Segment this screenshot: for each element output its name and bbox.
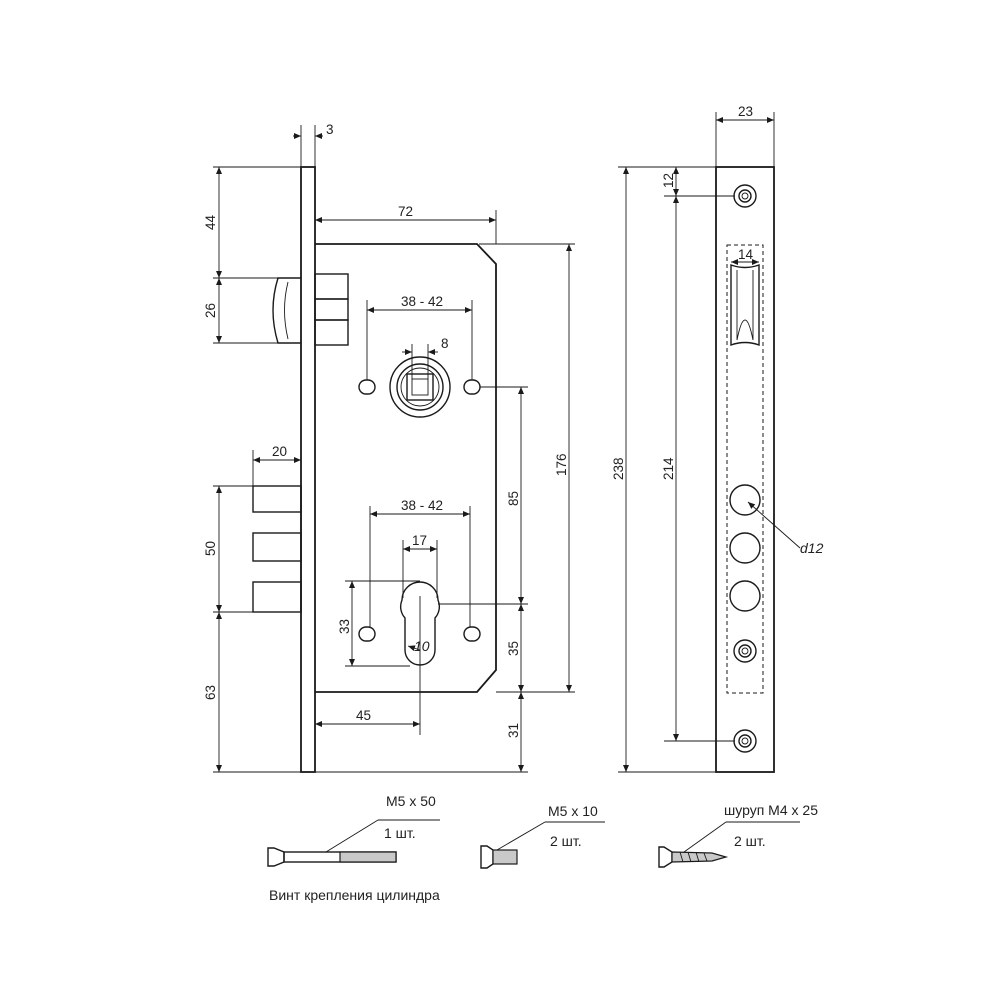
deadbolts	[252, 485, 302, 613]
cylinder-cutout	[399, 581, 441, 666]
dim-screw-spacing: 214	[661, 457, 676, 480]
dim-spindle-spacing: 38 - 42	[401, 294, 443, 309]
dim-cylinder-spacing: 38 - 42	[401, 498, 443, 513]
handle-slot-left	[358, 379, 376, 395]
lock-body-dimensions: 3 72 44 26 50 63 20 38 - 42 8	[203, 122, 575, 773]
dim-spindle: 8	[441, 336, 449, 351]
lock-body-view	[252, 166, 497, 773]
fastener-3-qty: 2 шт.	[734, 833, 766, 849]
fastener-short-screw: M5 x 10 2 шт.	[480, 803, 605, 869]
dim-backset: 45	[356, 708, 371, 723]
dim-case-depth: 72	[398, 204, 413, 219]
dim-top-offset: 44	[203, 214, 218, 230]
dim-bottom-offset: 63	[203, 685, 218, 700]
faceplate	[300, 166, 316, 773]
fastener-wood-screw: шуруп М4 х 25 2 шт.	[658, 802, 818, 868]
dim-strike-width: 23	[738, 104, 753, 119]
strike-plate-dimensions: 23 238 12 214 14 d12	[611, 104, 824, 773]
dim-strike-height: 238	[611, 457, 626, 480]
latch-window	[730, 264, 760, 346]
dim-latch-window: 14	[738, 247, 754, 262]
dim-bolt-hole: d12	[800, 540, 824, 556]
latch-bolt	[272, 273, 349, 346]
fastener-cylinder-screw: M5 x 50 1 шт. Винт крепления цилиндра	[267, 793, 440, 903]
bolt-hole-1	[729, 484, 761, 516]
screw-hole-bottom	[733, 729, 757, 753]
dim-bolt-projection: 20	[272, 444, 287, 459]
strike-plate-view	[715, 166, 775, 773]
screw-hole-middle	[733, 639, 757, 663]
fastener-1-qty: 1 шт.	[384, 825, 416, 841]
dim-cylinder-height: 33	[337, 619, 352, 634]
spindle-hub	[389, 356, 451, 418]
handle-slot-right	[463, 379, 481, 395]
dim-case-height: 176	[554, 453, 569, 476]
strike-pocket	[726, 244, 764, 694]
dim-handle-to-cylinder: 85	[506, 491, 521, 506]
dim-bolt-span: 50	[203, 541, 218, 556]
dim-cylinder-to-bottom: 35	[506, 641, 521, 656]
lock-case	[315, 243, 497, 693]
dim-bottom-gap: 31	[506, 723, 521, 738]
dim-cylinder-radius: 10	[414, 638, 430, 654]
cylinder-slot-right	[463, 626, 481, 642]
fastener-2-qty: 2 шт.	[550, 833, 582, 849]
dim-face-thickness: 3	[326, 122, 334, 137]
bolt-hole-3	[729, 580, 761, 612]
strike-plate	[715, 166, 775, 773]
cylinder-slot-left	[358, 626, 376, 642]
fastener-2-size: M5 x 10	[548, 803, 598, 819]
bolt-hole-2	[729, 532, 761, 564]
dim-screw-inset: 12	[661, 173, 676, 188]
fastener-1-size: M5 x 50	[386, 793, 436, 809]
fastener-1-caption: Винт крепления цилиндра	[269, 887, 440, 903]
screw-hole-top	[733, 184, 757, 208]
dim-latch-height: 26	[203, 303, 218, 318]
fastener-3-size: шуруп М4 х 25	[724, 802, 818, 818]
dim-cylinder-width: 17	[412, 533, 427, 548]
